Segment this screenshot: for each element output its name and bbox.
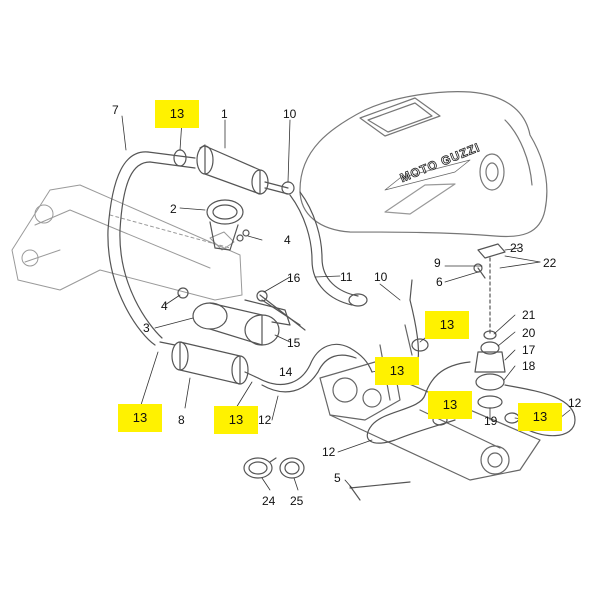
callout-4-lower: 4 bbox=[161, 299, 168, 313]
callout-5: 5 bbox=[334, 471, 341, 485]
vent-hose bbox=[409, 279, 429, 361]
hose-14 bbox=[257, 343, 373, 393]
callout-14: 14 bbox=[279, 365, 293, 379]
hose-11 bbox=[289, 191, 368, 307]
callout-23: 23 bbox=[510, 241, 524, 255]
callout-19: 19 bbox=[484, 414, 498, 428]
bracket-2 bbox=[206, 199, 244, 251]
highlight-callout-13: 13 bbox=[428, 391, 472, 419]
brand-wing bbox=[384, 159, 471, 191]
callout-7: 7 bbox=[112, 103, 119, 117]
callout-12-left: 12 bbox=[258, 413, 272, 427]
callout-20: 20 bbox=[522, 326, 536, 340]
callout-3: 3 bbox=[143, 321, 150, 335]
highlight-callout-13: 13 bbox=[155, 100, 199, 128]
fuel-tank bbox=[299, 91, 548, 238]
callout-25: 25 bbox=[290, 494, 304, 508]
callout-6: 6 bbox=[436, 275, 443, 289]
callout-1: 1 bbox=[221, 107, 228, 121]
callout-21: 21 bbox=[522, 308, 536, 322]
highlight-callout-13: 13 bbox=[518, 403, 562, 431]
hose-7 bbox=[107, 151, 163, 346]
callout-8: 8 bbox=[178, 413, 185, 427]
callout-11: 11 bbox=[340, 270, 353, 284]
callout-12-center: 12 bbox=[322, 445, 336, 459]
callout-4-upper: 4 bbox=[284, 233, 291, 247]
highlight-callout-13: 13 bbox=[118, 404, 162, 432]
highlight-callout-13: 13 bbox=[375, 357, 419, 385]
callout-10-top: 10 bbox=[283, 107, 297, 121]
callout-9: 9 bbox=[434, 256, 441, 270]
highlight-callout-13: 13 bbox=[425, 311, 469, 339]
callout-24: 24 bbox=[262, 494, 276, 508]
pump-3 bbox=[192, 294, 306, 346]
callout-2: 2 bbox=[170, 202, 177, 216]
clamps-24-25 bbox=[243, 457, 305, 479]
callout-18: 18 bbox=[522, 359, 536, 373]
highlight-callout-13: 13 bbox=[214, 406, 258, 434]
filter-8 bbox=[159, 341, 259, 385]
callout-22: 22 bbox=[543, 256, 557, 270]
callout-17: 17 bbox=[522, 343, 536, 357]
pressure-regulator bbox=[474, 257, 506, 409]
callout-10-mid: 10 bbox=[374, 270, 388, 284]
callout-16: 16 bbox=[287, 271, 301, 285]
callout-12-right: 12 bbox=[568, 396, 582, 410]
callout-15: 15 bbox=[287, 336, 301, 350]
frame-outline bbox=[11, 184, 243, 301]
fuel-filter-1 bbox=[147, 144, 289, 195]
